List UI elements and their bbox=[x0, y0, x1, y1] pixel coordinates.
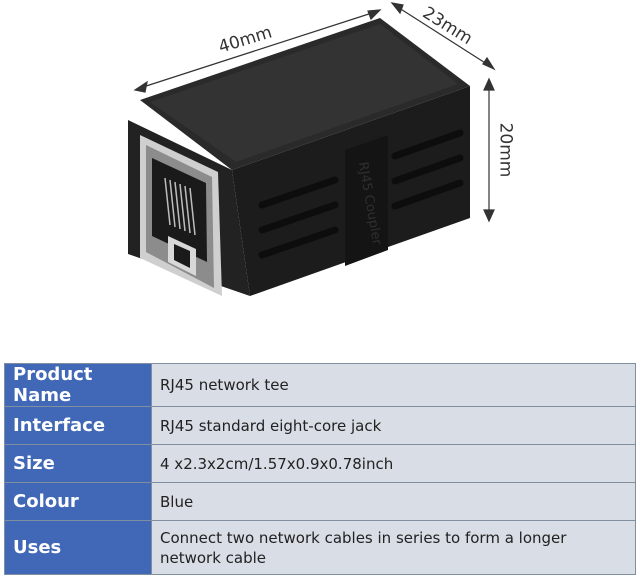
spec-row-interface: Interface RJ45 standard eight-core jack bbox=[4, 406, 636, 445]
spec-value: 4 x2.3x2cm/1.57x0.9x0.78inch bbox=[151, 444, 636, 483]
spec-label: Size bbox=[4, 444, 152, 483]
spec-row-colour: Colour Blue bbox=[4, 482, 636, 521]
spec-row-size: Size 4 x2.3x2cm/1.57x0.9x0.78inch bbox=[4, 444, 636, 483]
dimension-height-label: 20mm bbox=[495, 122, 516, 178]
spec-label: Colour bbox=[4, 482, 152, 521]
spec-label: Product Name bbox=[4, 363, 152, 407]
dimension-lines bbox=[133, 2, 496, 223]
spec-label: Interface bbox=[4, 406, 152, 445]
spec-value: Blue bbox=[151, 482, 636, 521]
spec-value: Connect two network cables in series to … bbox=[151, 520, 636, 575]
spec-row-uses: Uses Connect two network cables in serie… bbox=[4, 520, 636, 575]
spec-label: Uses bbox=[4, 520, 152, 575]
spec-table: Product Name RJ45 network tee Interface … bbox=[4, 363, 636, 575]
spec-row-product-name: Product Name RJ45 network tee bbox=[4, 363, 636, 407]
spec-value: RJ45 standard eight-core jack bbox=[151, 406, 636, 445]
spec-value: RJ45 network tee bbox=[151, 363, 636, 407]
rj45-coupler-image: RJ45 Coupler bbox=[128, 2, 496, 296]
